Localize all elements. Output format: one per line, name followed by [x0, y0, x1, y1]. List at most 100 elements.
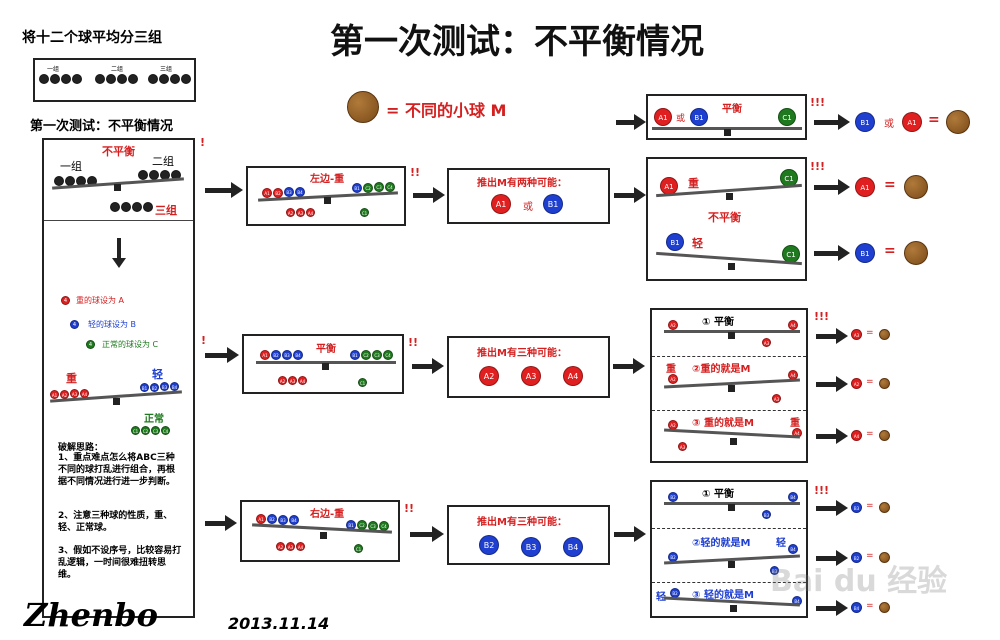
ball	[110, 202, 120, 212]
arrow	[205, 515, 237, 531]
exclaim: !!!	[810, 160, 826, 173]
arrow	[816, 328, 848, 344]
divider	[652, 356, 806, 357]
ball	[121, 202, 131, 212]
ball: B1	[350, 350, 360, 360]
ball: B1	[140, 383, 149, 392]
ball-A3: A3	[521, 366, 541, 386]
scale-beam	[664, 330, 800, 333]
signature: Zhenbo	[24, 596, 158, 634]
case1-label: ① 平衡	[702, 317, 734, 328]
equals: =	[866, 601, 874, 611]
ball	[54, 176, 64, 186]
ball	[61, 74, 71, 84]
ball-C1: C1	[782, 245, 800, 263]
normal-label: 正常	[144, 414, 164, 425]
scale-pivot	[113, 398, 120, 405]
ball: B3	[282, 350, 292, 360]
ball: A3	[772, 394, 781, 403]
divider	[44, 220, 193, 221]
or-label: 或	[676, 114, 686, 124]
ball	[72, 74, 82, 84]
row1-deduce: 推出M有两种可能：	[477, 178, 567, 189]
scale-pivot	[114, 184, 121, 191]
ball	[132, 202, 142, 212]
ball: A3	[286, 542, 295, 551]
ball	[50, 74, 60, 84]
ball: A2	[278, 376, 287, 385]
balance-label: 平衡	[722, 104, 742, 115]
ball-A4: A4	[563, 366, 583, 386]
m-ball	[347, 91, 379, 123]
row2-cases-box: ① 平衡 A2 A4 A3 重 ②重的就是M A2 A4 A3 ③ 重的就是M …	[650, 308, 808, 463]
ball-A1: A1	[902, 112, 922, 132]
left-panel: 不平衡 一组 二组 三组 4 重的球设为 A 4 轻的球设为 B 4 正常的球设…	[42, 138, 195, 618]
row3-scale-box: 右边-重 A1 B2 B3 B4 B1 C2 C3 C4 A2 A3 A4 C1	[240, 500, 400, 562]
ball-A2: A2	[479, 366, 499, 386]
exclaim: !!!	[810, 96, 826, 109]
ball: C1	[354, 544, 363, 553]
ball	[148, 74, 158, 84]
arrow	[205, 182, 243, 198]
ball-C: 4	[86, 340, 95, 349]
watermark: Bai du 经验	[770, 564, 948, 599]
ball: B2	[267, 514, 277, 524]
ball-A1: A1	[855, 177, 875, 197]
row3-deduce: 推出M有三种可能：	[477, 517, 567, 528]
case3-label: ③ 重的就是M	[692, 418, 754, 429]
m-ball	[946, 110, 970, 134]
ball: B4	[293, 350, 303, 360]
scale-pivot	[728, 561, 735, 568]
ball: B4	[289, 515, 299, 525]
ball: B2	[668, 492, 678, 502]
scale-beam	[664, 502, 800, 505]
ball: A3	[678, 442, 687, 451]
light-label: 轻	[776, 538, 786, 549]
row3-deduce-box: 推出M有三种可能： B2 B3 B4	[447, 505, 610, 565]
ball-B2: B2	[479, 535, 499, 555]
arrow	[412, 358, 444, 374]
ball: C4	[385, 182, 395, 192]
scale-pivot	[730, 605, 737, 612]
ball	[138, 170, 148, 180]
heavy-label: 重	[688, 177, 699, 190]
equals: =	[884, 177, 896, 193]
ball: C3	[374, 182, 384, 192]
heavy-label: 重	[790, 418, 800, 429]
group2-label: 二组	[111, 66, 124, 73]
ball	[181, 74, 191, 84]
arrow	[614, 526, 646, 542]
unbalance-label: 不平衡	[708, 211, 741, 224]
m-ball	[879, 430, 890, 441]
equals: =	[928, 112, 940, 128]
arrow	[814, 179, 850, 195]
ball	[159, 74, 169, 84]
row2-scale-box: 平衡 A1 B2 B3 B4 B1 C2 C3 C4 A2 A3 A4 C1	[242, 334, 404, 394]
row2-scale-label: 平衡	[316, 344, 336, 355]
arrow	[614, 187, 646, 203]
ball: C1	[358, 378, 367, 387]
ball	[106, 74, 116, 84]
ball: C1	[360, 208, 369, 217]
arrow	[816, 500, 848, 516]
arrow	[413, 187, 445, 203]
page-title: 第一次测试：不平衡情况	[330, 22, 704, 62]
light-label: 轻	[692, 237, 703, 250]
m-ball	[879, 552, 890, 563]
ball: B1	[352, 183, 362, 193]
tip-1: 1、重点难点怎么将ABC三种不同的球打乱进行组合，再根据不同情况进行进一步判断。	[58, 453, 176, 487]
row2-deduce: 推出M有三种可能：	[477, 348, 567, 359]
exclaim: !	[201, 334, 207, 347]
ball: C1	[131, 426, 140, 435]
ball-B3: B3	[521, 537, 541, 557]
ball: A3	[296, 208, 305, 217]
arrow	[613, 358, 645, 374]
arrow	[205, 347, 239, 363]
ball-B4: B4	[563, 537, 583, 557]
ball: B4	[788, 492, 798, 502]
tip-3: 3、假如不设序号，比较容易打乱逻辑，一时间很难扭转思维。	[58, 546, 182, 580]
ball: A2	[286, 208, 295, 217]
ball	[39, 74, 49, 84]
row3-cases-box: ① 平衡 B2 B4 B3 ②轻的就是M 轻 B2 B4 B3 轻 B2 ③ 轻…	[650, 480, 808, 618]
ball: A2	[276, 542, 285, 551]
